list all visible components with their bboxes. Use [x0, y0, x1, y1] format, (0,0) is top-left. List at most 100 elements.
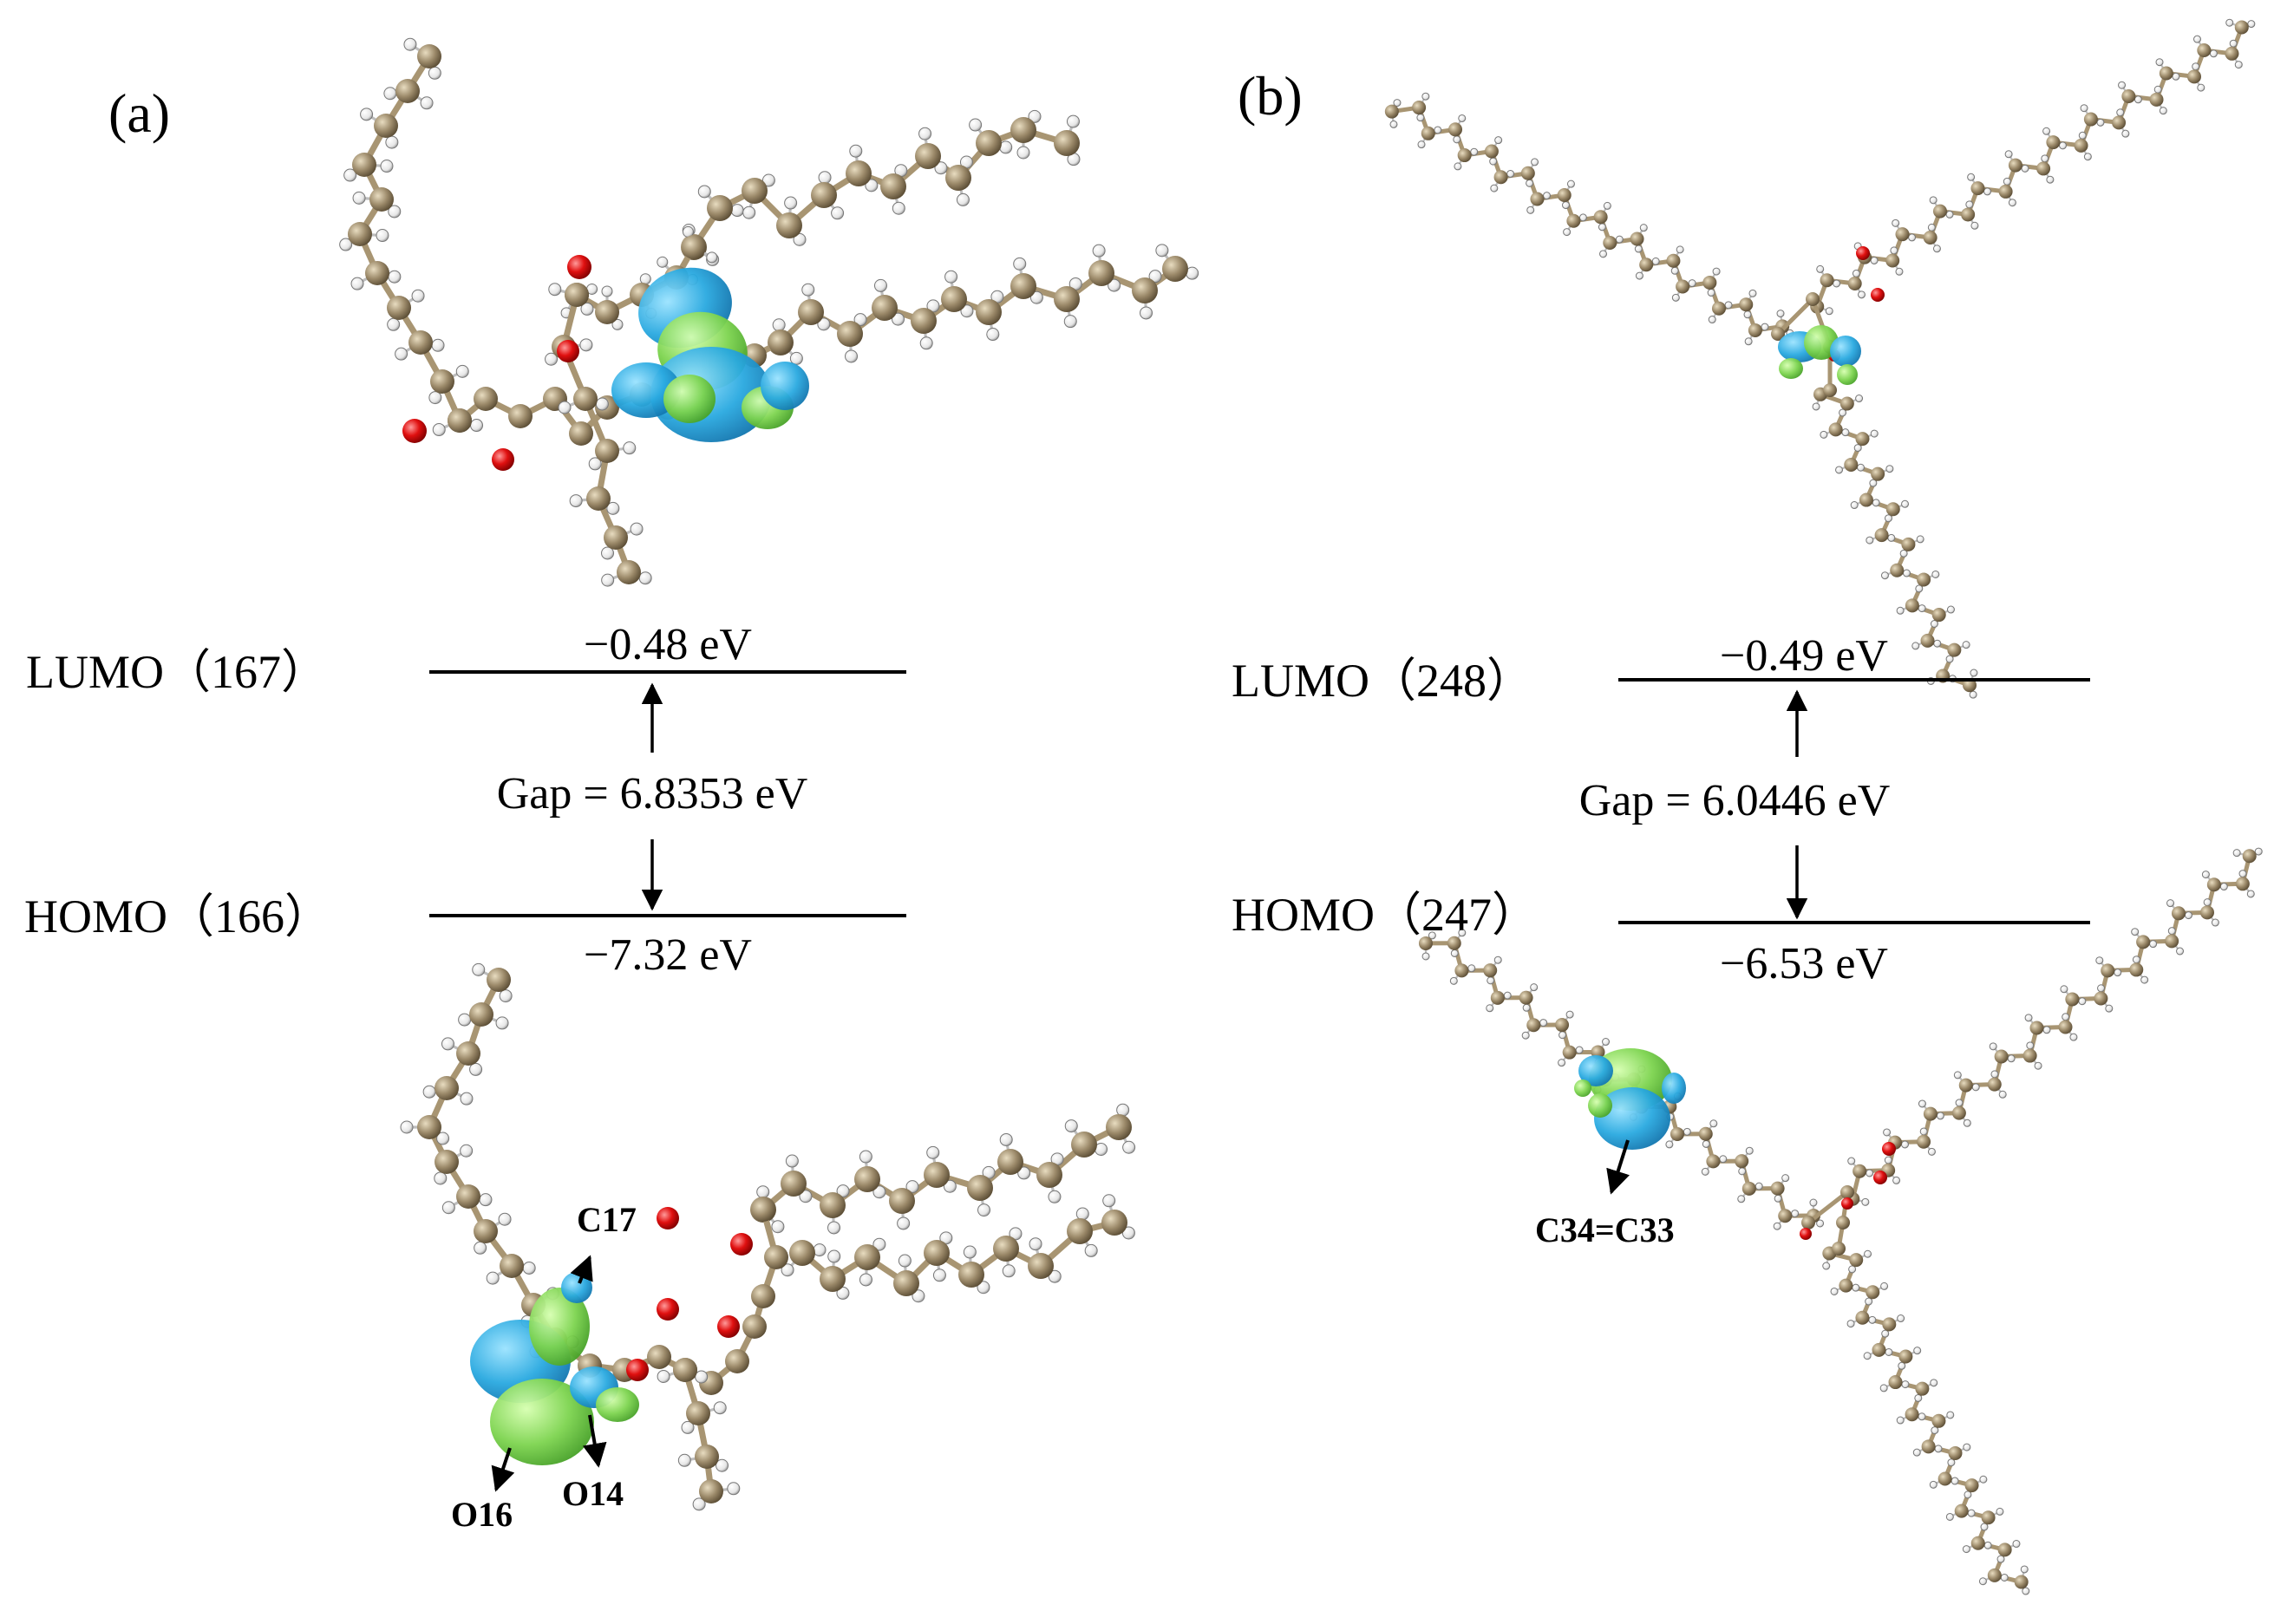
carbon-atom [1010, 117, 1036, 143]
hydrogen-atom [1029, 1237, 1042, 1251]
hydrogen-atom [588, 457, 602, 471]
hydrogen-atom [977, 1281, 990, 1295]
panel-a-homo-label: HOMO（166） [24, 890, 331, 942]
carbon-atom [569, 421, 593, 446]
carbon-atom [1963, 678, 1977, 693]
hydrogen-atom [623, 441, 637, 455]
hydrogen-atom [1890, 246, 1898, 255]
oxygen-atom [626, 1359, 649, 1381]
hydrogen-atom [789, 351, 803, 365]
hydrogen-atom [1707, 289, 1715, 297]
hydrogen-atom [2042, 1026, 2051, 1034]
carbon-atom [1670, 1126, 1684, 1141]
hydrogen-atom [897, 1216, 911, 1230]
hydrogen-atom [595, 397, 609, 411]
carbon-atom [1036, 1162, 1062, 1188]
hydrogen-atom [657, 1369, 670, 1383]
carbon-atom [617, 560, 641, 584]
oxygen-atom [567, 255, 591, 279]
carbon-atom [1555, 1018, 1570, 1033]
hydrogen-atom [428, 391, 442, 405]
hydrogen-atom [2004, 150, 2013, 159]
hydrogen-atom [1866, 1169, 1874, 1177]
panel-b: (b) LUMO（248） −0.49 eV Gap = 6.0446 eV H… [1232, 65, 2090, 1249]
hydrogen-atom [1880, 571, 1889, 580]
carbon-atom [854, 1244, 880, 1270]
carbon-atom [1418, 936, 1433, 950]
hydrogen-atom [1902, 569, 1911, 577]
carbon-atom [456, 1041, 480, 1066]
carbon-atom [2094, 991, 2108, 1006]
carbon-atom [348, 222, 372, 246]
carbon-atom [1067, 1218, 1093, 1244]
hydrogen-atom [1868, 1315, 1877, 1324]
hydrogen-atom [1969, 690, 1977, 699]
hydrogen-atom [1964, 1490, 1972, 1499]
hydrogen-atom [601, 573, 615, 587]
carbon-atom [1771, 327, 1785, 341]
hydrogen-atom [383, 87, 397, 101]
hydrogen-atom [1918, 1412, 1926, 1421]
orbital-lobe-positive [1830, 336, 1861, 367]
hydrogen-atom [1140, 306, 1153, 320]
carbon-atom [2197, 42, 2212, 57]
hydrogen-atom [2080, 104, 2088, 113]
hydrogen-atom [1393, 99, 1402, 108]
hydrogen-atom [1852, 269, 1860, 277]
carbon-atom [1162, 256, 1188, 282]
hydrogen-atom [1945, 655, 1954, 663]
hydrogen-atom [1490, 184, 1499, 192]
hydrogen-atom [1013, 257, 1027, 271]
orbital-lobe-negative [529, 1288, 590, 1366]
carbon-atom [1801, 1216, 1815, 1229]
hydrogen-atom [1852, 1283, 1860, 1292]
hydrogen-atom [2201, 871, 2210, 879]
hydrogen-atom [350, 277, 364, 290]
hydrogen-atom [1121, 1226, 1135, 1240]
carbon-atom [1603, 235, 1617, 250]
hydrogen-atom [836, 1184, 850, 1198]
carbon-atom [1954, 1503, 1969, 1518]
carbon-atom [1987, 1077, 2002, 1092]
carbon-atom [707, 195, 733, 221]
hydrogen-atom [1092, 244, 1106, 258]
atom-label-c17: C17 [577, 1200, 637, 1239]
hydrogen-atom [1913, 1347, 1922, 1355]
hydrogen-atom [388, 270, 402, 284]
hydrogen-atom [1719, 1155, 1728, 1164]
carbon-atom [1054, 130, 1080, 156]
hydrogen-atom [1615, 235, 1624, 244]
hydrogen-atom [1506, 169, 1515, 178]
carbon-atom [1970, 181, 1985, 196]
carbon-atom [2036, 161, 2051, 176]
hydrogen-atom [1563, 228, 1572, 237]
panel-a-homo-energy: −7.32 eV [584, 930, 752, 980]
hydrogen-atom [1980, 1523, 1989, 1531]
hydrogen-atom [1912, 1448, 1921, 1457]
carbon-atom [1832, 1242, 1846, 1256]
atom-label-o16: O16 [451, 1495, 513, 1534]
carbon-atom [1872, 1342, 1886, 1357]
hydrogen-atom [1434, 126, 1442, 134]
hydrogen-atom [2118, 81, 2127, 89]
hydrogen-atom [376, 229, 389, 243]
hydrogen-atom [1066, 114, 1080, 128]
hydrogen-atom [1833, 279, 1841, 288]
hydrogen-atom [2096, 118, 2105, 127]
carbon-atom [1806, 292, 1820, 306]
carbon-atom [2008, 158, 2022, 173]
orbital-lobe-positive [611, 362, 681, 418]
carbon-atom [2242, 849, 2257, 864]
hydrogen-atom [912, 1289, 925, 1303]
hydrogen-atom [495, 1016, 509, 1030]
carbon-atom [2046, 135, 2061, 150]
hydrogen-atom [2238, 870, 2247, 878]
hydrogen-atom [2132, 955, 2140, 964]
hydrogen-atom [1932, 245, 1941, 253]
hydrogen-atom [1835, 466, 1844, 474]
hydrogen-atom [1421, 92, 1430, 101]
arrow-o16 [491, 1447, 515, 1492]
panel-a-lumo-label: LUMO（167） [26, 646, 328, 698]
bond [1775, 297, 1815, 336]
carbon-atom [915, 143, 941, 169]
